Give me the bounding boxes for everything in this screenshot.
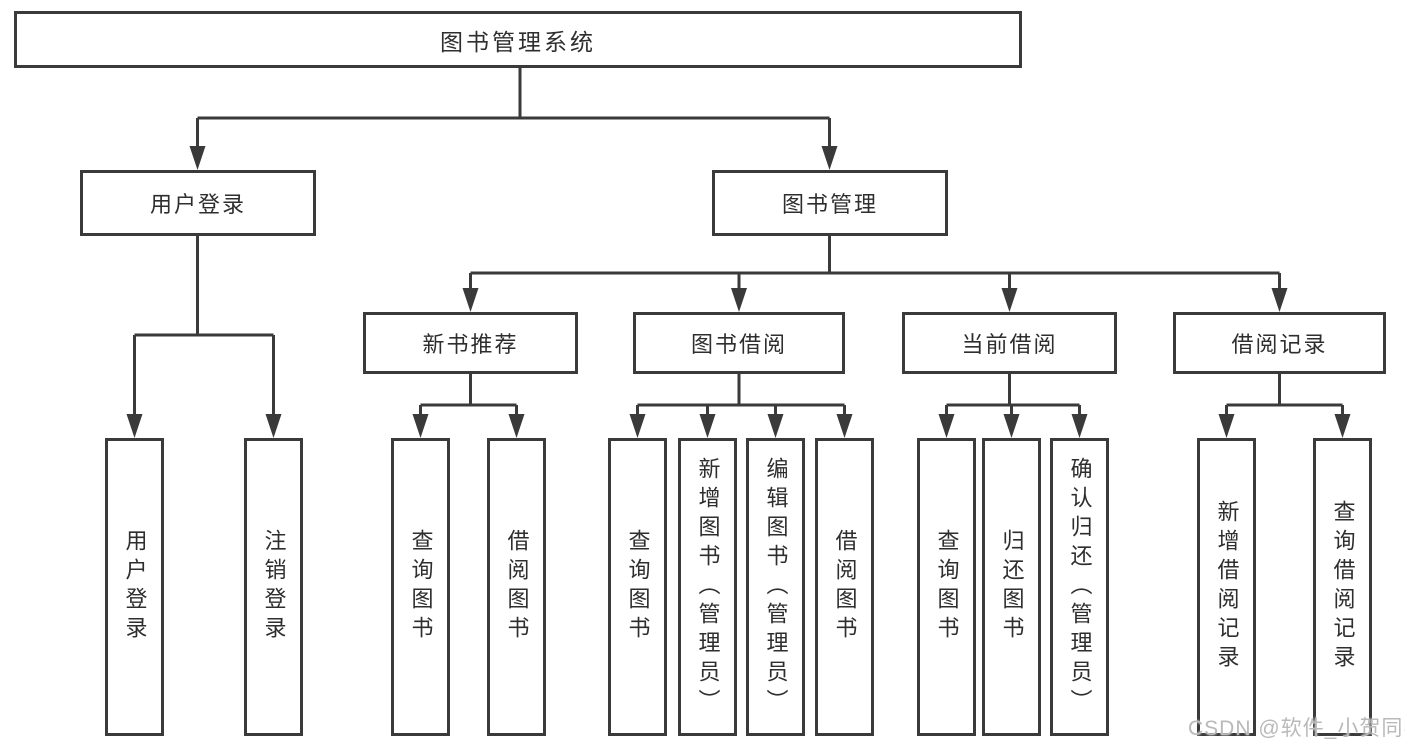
node-label: 归还图书 xyxy=(999,529,1025,645)
node-label: 用户登录 xyxy=(122,529,148,645)
node-label: 图书管理 xyxy=(781,192,878,217)
node-label: 查询图书 xyxy=(934,529,960,645)
leaf-edit-book-admin: 编辑图书（管理员） xyxy=(746,438,805,736)
node-label: 借阅图书 xyxy=(504,529,530,645)
node-label: 图书借阅 xyxy=(690,332,787,357)
node-label: 当前借阅 xyxy=(961,332,1058,357)
leaf-borrow-books: 借阅图书 xyxy=(487,438,546,736)
node-label: 编辑图书（管理员） xyxy=(763,456,789,718)
node-library-management-system: 图书管理系统 xyxy=(14,11,1022,68)
node-label: 新增图书（管理员） xyxy=(695,456,721,718)
node-book-borrowing: 图书借阅 xyxy=(633,312,845,374)
leaf-add-book-admin: 新增图书（管理员） xyxy=(678,438,737,736)
leaf-return-books: 归还图书 xyxy=(982,438,1041,736)
node-label: 借阅图书 xyxy=(832,529,858,645)
leaf-query-books: 查询图书 xyxy=(608,438,667,736)
leaf-user-login: 用户登录 xyxy=(105,438,164,736)
csdn-watermark: CSDN @软件_小贺同学 xyxy=(1188,717,1405,740)
node-label: 注销登录 xyxy=(261,529,287,645)
leaf-confirm-return-admin: 确认归还（管理员） xyxy=(1050,438,1109,736)
node-label: 图书管理系统 xyxy=(440,28,596,55)
leaf-query-borrow-record: 查询借阅记录 xyxy=(1313,438,1372,736)
leaf-query-books: 查询图书 xyxy=(391,438,450,736)
node-label: 确认归还（管理员） xyxy=(1067,456,1093,718)
leaf-borrow-books: 借阅图书 xyxy=(815,438,874,736)
leaf-query-books: 查询图书 xyxy=(917,438,976,736)
node-label: 查询图书 xyxy=(625,529,651,645)
node-label: 用户登录 xyxy=(149,192,246,217)
node-label: 新增借阅记录 xyxy=(1214,500,1240,674)
node-new-book-recommendation: 新书推荐 xyxy=(363,312,578,374)
node-label: 新书推荐 xyxy=(422,332,519,357)
node-label: 借阅记录 xyxy=(1231,332,1328,357)
node-user-login: 用户登录 xyxy=(80,170,316,236)
node-label: 查询图书 xyxy=(408,529,434,645)
leaf-add-borrow-record: 新增借阅记录 xyxy=(1197,438,1256,736)
leaf-logout: 注销登录 xyxy=(244,438,303,736)
node-book-management: 图书管理 xyxy=(712,170,948,236)
node-label: 查询借阅记录 xyxy=(1330,500,1356,674)
node-current-borrowing: 当前借阅 xyxy=(902,312,1117,374)
node-borrowing-records: 借阅记录 xyxy=(1173,312,1386,374)
arrowheads xyxy=(126,146,1351,438)
